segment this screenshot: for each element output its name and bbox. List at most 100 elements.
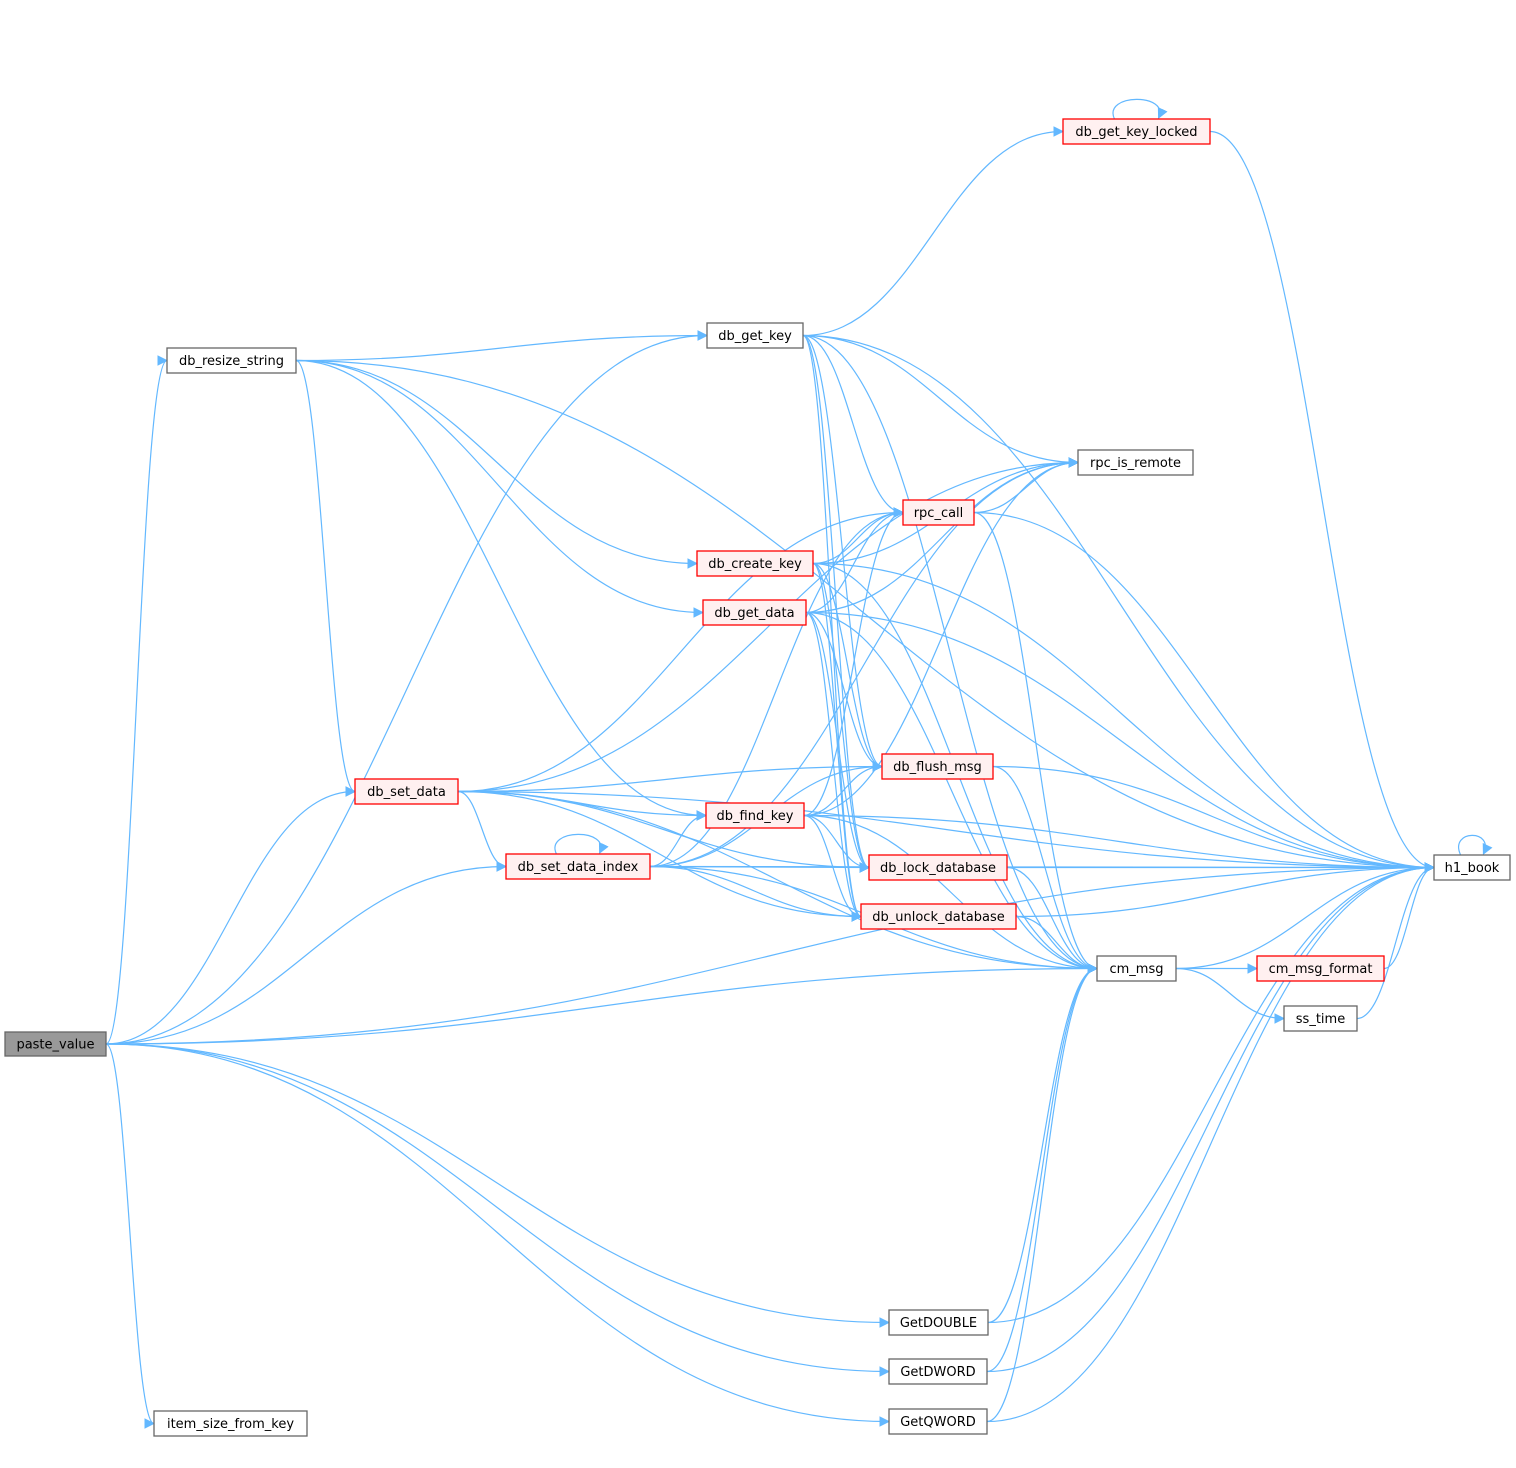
edge-db_create_key-to-h1_book — [812, 562, 1436, 873]
edge-db_get_key-to-db_get_key_locked — [802, 126, 1065, 337]
node-label-paste_value: paste_value — [16, 1038, 94, 1053]
edge-db_resize_string-to-db_get_key — [295, 330, 709, 362]
edge-GetDOUBLE-to-h1_book — [987, 862, 1436, 1324]
node-item_size_from_key[interactable]: item_size_from_key — [153, 1410, 308, 1437]
node-GetDOUBLE[interactable]: GetDOUBLE — [888, 1309, 989, 1336]
edge-db_lock_database-to-cm_msg — [1006, 866, 1099, 974]
edge-rpc_call-to-h1_book — [973, 511, 1436, 873]
node-box-ss_time — [1283, 1005, 1358, 1032]
node-db_unlock_database[interactable]: db_unlock_database — [860, 903, 1017, 930]
edge-db_find_key-to-h1_book — [803, 814, 1436, 873]
edge-db_set_data-to-rpc_is_remote — [457, 457, 1080, 793]
edge-paste_value-to-db_resize_string — [105, 355, 169, 1045]
node-box-GetDOUBLE — [888, 1309, 989, 1336]
node-box-db_get_data — [702, 599, 807, 626]
edge-db_find_key-to-rpc_call — [803, 507, 905, 817]
edge-GetDWORD-to-cm_msg — [986, 963, 1099, 1373]
node-paste_value[interactable]: paste_value — [4, 1031, 107, 1057]
edge-db_find_key-to-db_lock_database — [803, 814, 871, 873]
node-db_resize_string[interactable]: db_resize_string — [166, 347, 297, 374]
edge-db_resize_string-to-db_create_key — [295, 359, 699, 569]
node-ss_time[interactable]: ss_time — [1283, 1005, 1358, 1032]
node-label-item_size_from_key: item_size_from_key — [167, 1417, 294, 1432]
edge-db_get_key-to-rpc_call — [802, 334, 905, 518]
node-box-paste_value — [4, 1031, 107, 1057]
edge-db_set_data_index-to-db_find_key — [649, 810, 708, 868]
node-box-cm_msg_format — [1256, 955, 1385, 982]
node-label-db_unlock_database: db_unlock_database — [872, 910, 1005, 925]
edge-GetDOUBLE-to-cm_msg — [987, 963, 1099, 1324]
node-cm_msg[interactable]: cm_msg — [1096, 955, 1177, 982]
edge-db_resize_string-to-db_set_data — [295, 359, 357, 797]
node-GetDWORD[interactable]: GetDWORD — [888, 1358, 988, 1385]
edge-rpc_call-to-rpc_is_remote — [973, 457, 1080, 514]
node-db_flush_msg[interactable]: db_flush_msg — [881, 753, 994, 780]
node-label-db_find_key: db_find_key — [717, 809, 794, 824]
edge-db_get_key_locked-to-db_get_key_locked — [1112, 98, 1168, 120]
edge-paste_value-to-h1_book — [105, 862, 1436, 1045]
edge-db_get_data-to-db_lock_database — [805, 611, 871, 873]
edge-ss_time-to-h1_book — [1356, 862, 1436, 1020]
node-cm_msg_format[interactable]: cm_msg_format — [1256, 955, 1385, 982]
edge-paste_value-to-cm_msg — [105, 963, 1099, 1045]
node-db_set_data[interactable]: db_set_data — [354, 778, 459, 805]
edge-db_find_key-to-db_unlock_database — [803, 814, 863, 922]
node-box-db_unlock_database — [860, 903, 1017, 930]
edge-paste_value-to-GetDWORD — [105, 1043, 891, 1377]
edge-rpc_call-to-cm_msg — [973, 511, 1099, 974]
edge-paste_value-to-GetQWORD — [105, 1043, 891, 1427]
node-box-db_create_key — [696, 550, 814, 577]
edge-db_get_data-to-rpc_is_remote — [805, 457, 1080, 614]
node-box-db_flush_msg — [881, 753, 994, 780]
edge-db_get_key-to-rpc_is_remote — [802, 334, 1080, 468]
node-label-GetDWORD: GetDWORD — [900, 1365, 975, 1380]
node-box-db_set_data — [354, 778, 459, 805]
node-box-cm_msg — [1096, 955, 1177, 982]
node-box-db_find_key — [705, 802, 805, 829]
node-box-GetQWORD — [888, 1408, 988, 1435]
node-h1_book[interactable]: h1_book — [1433, 854, 1511, 881]
edge-cm_msg_format-to-h1_book — [1383, 862, 1436, 970]
node-box-h1_book — [1433, 854, 1511, 881]
node-rpc_is_remote[interactable]: rpc_is_remote — [1077, 449, 1194, 476]
node-db_get_key[interactable]: db_get_key — [706, 322, 804, 349]
node-box-db_get_key_locked — [1062, 118, 1211, 145]
node-label-GetQWORD: GetQWORD — [900, 1415, 976, 1430]
node-rpc_call[interactable]: rpc_call — [902, 499, 975, 526]
node-label-db_get_key_locked: db_get_key_locked — [1075, 125, 1197, 140]
edge-db_create_key-to-db_lock_database — [812, 562, 871, 873]
node-label-db_lock_database: db_lock_database — [880, 861, 996, 876]
edge-db_get_data-to-h1_book — [805, 611, 1436, 873]
node-label-h1_book: h1_book — [1445, 861, 1500, 876]
edge-db_set_data_index-to-rpc_is_remote — [649, 457, 1080, 868]
edges-layer — [105, 98, 1493, 1429]
edge-db_set_data-to-h1_book — [457, 790, 1436, 873]
node-box-db_lock_database — [868, 854, 1008, 881]
node-label-ss_time: ss_time — [1296, 1012, 1345, 1027]
node-db_create_key[interactable]: db_create_key — [696, 550, 814, 577]
edge-db_get_data-to-db_flush_msg — [805, 611, 884, 772]
node-label-db_flush_msg: db_flush_msg — [893, 760, 982, 775]
node-box-rpc_call — [902, 499, 975, 526]
node-GetQWORD[interactable]: GetQWORD — [888, 1408, 988, 1435]
node-label-rpc_is_remote: rpc_is_remote — [1090, 456, 1181, 471]
edge-db_set_data-to-cm_msg — [457, 790, 1099, 974]
edge-db_create_key-to-db_flush_msg — [812, 562, 884, 772]
node-db_get_data[interactable]: db_get_data — [702, 599, 807, 626]
node-db_find_key[interactable]: db_find_key — [705, 802, 805, 829]
node-db_set_data_index[interactable]: db_set_data_index — [505, 853, 651, 880]
node-box-item_size_from_key — [153, 1410, 308, 1437]
node-box-db_set_data_index — [505, 853, 651, 880]
edge-db_set_data_index-to-db_set_data_index — [554, 833, 609, 855]
edge-db_unlock_database-to-cm_msg — [1015, 915, 1099, 974]
edge-paste_value-to-db_set_data — [105, 786, 357, 1045]
node-label-db_get_key: db_get_key — [718, 329, 792, 344]
node-db_lock_database[interactable]: db_lock_database — [868, 854, 1008, 881]
node-label-db_resize_string: db_resize_string — [179, 354, 284, 369]
edge-db_resize_string-to-h1_book — [295, 359, 1436, 873]
edge-db_unlock_database-to-h1_book — [1015, 862, 1436, 918]
node-label-GetDOUBLE: GetDOUBLE — [900, 1316, 977, 1331]
node-db_get_key_locked[interactable]: db_get_key_locked — [1062, 118, 1211, 145]
edge-GetDWORD-to-h1_book — [986, 862, 1436, 1373]
node-label-rpc_call: rpc_call — [914, 506, 964, 521]
